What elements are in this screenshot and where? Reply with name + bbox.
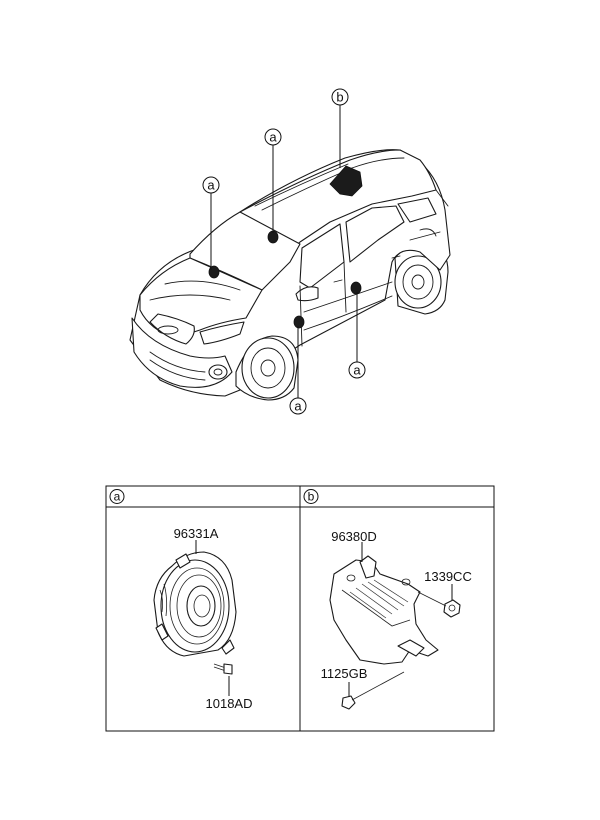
svg-text:b: b xyxy=(308,490,315,504)
svg-text:a: a xyxy=(269,130,277,145)
bolt-drawing xyxy=(341,671,405,710)
callout-a-front-top: a xyxy=(264,128,282,146)
part-label-bolt: 1125GB xyxy=(321,666,368,681)
callout-a-rear-door: a xyxy=(348,361,366,379)
part-label-nut: 1339CC xyxy=(424,569,472,584)
bracket-drawing xyxy=(329,555,439,665)
svg-text:a: a xyxy=(114,490,121,504)
svg-text:a: a xyxy=(353,363,361,378)
svg-text:a: a xyxy=(294,399,302,414)
nut-drawing xyxy=(443,599,461,618)
callout-a-front-door: a xyxy=(289,397,307,415)
svg-text:b: b xyxy=(336,90,343,105)
screw-drawing xyxy=(213,663,233,675)
callout-leaders xyxy=(210,105,358,398)
vehicle-illustration xyxy=(129,149,451,401)
speaker-drawing xyxy=(153,551,237,657)
nut-assembly-line xyxy=(417,591,447,607)
callout-a-front-left: a xyxy=(202,176,220,194)
table-header-a: a xyxy=(109,489,125,504)
callout-b-rear: b xyxy=(331,88,349,106)
part-label-screw: 1018AD xyxy=(206,696,253,711)
part-label-speaker: 96331A xyxy=(174,526,219,541)
part-label-bracket: 96380D xyxy=(331,529,377,544)
table-header-b: b xyxy=(303,489,319,504)
svg-text:a: a xyxy=(207,178,215,193)
